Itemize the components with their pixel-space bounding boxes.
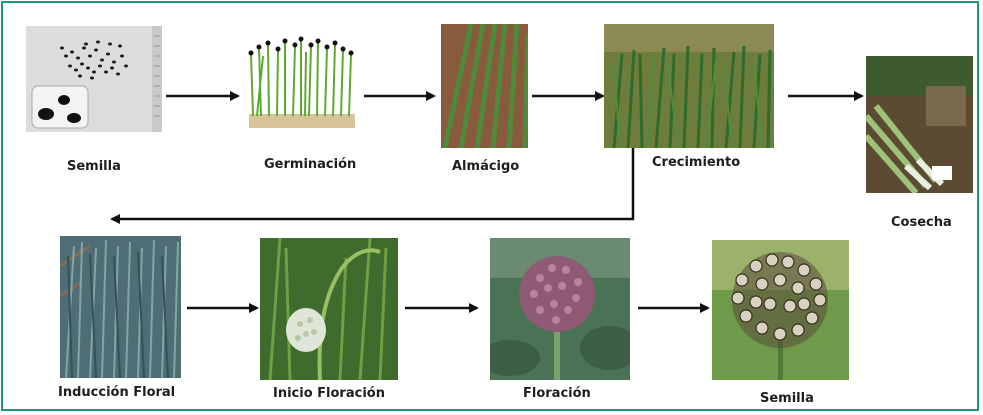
photo-inicio-floracion — [260, 238, 398, 380]
label-cosecha: Cosecha — [891, 215, 952, 230]
photo-semilla-seeds — [26, 26, 162, 132]
label-semilla-1: Semilla — [67, 159, 121, 174]
label-semilla-2: Semilla — [760, 391, 814, 406]
photo-germinacion — [243, 26, 360, 131]
label-almacigo: Almácigo — [452, 159, 519, 174]
photo-cosecha — [866, 56, 973, 193]
label-induccion-floral: Inducción Floral — [58, 385, 175, 400]
label-crecimiento: Crecimiento — [652, 155, 740, 170]
photo-induccion-floral — [60, 236, 181, 378]
photo-almacigo — [441, 24, 528, 148]
label-inicio-floracion: Inicio Floración — [273, 386, 385, 401]
photo-semilla-seed-head — [712, 240, 849, 380]
label-germinacion: Germinación — [264, 157, 356, 172]
label-floracion: Floración — [523, 386, 591, 401]
photo-floracion — [490, 238, 630, 380]
photo-crecimiento — [604, 24, 774, 148]
